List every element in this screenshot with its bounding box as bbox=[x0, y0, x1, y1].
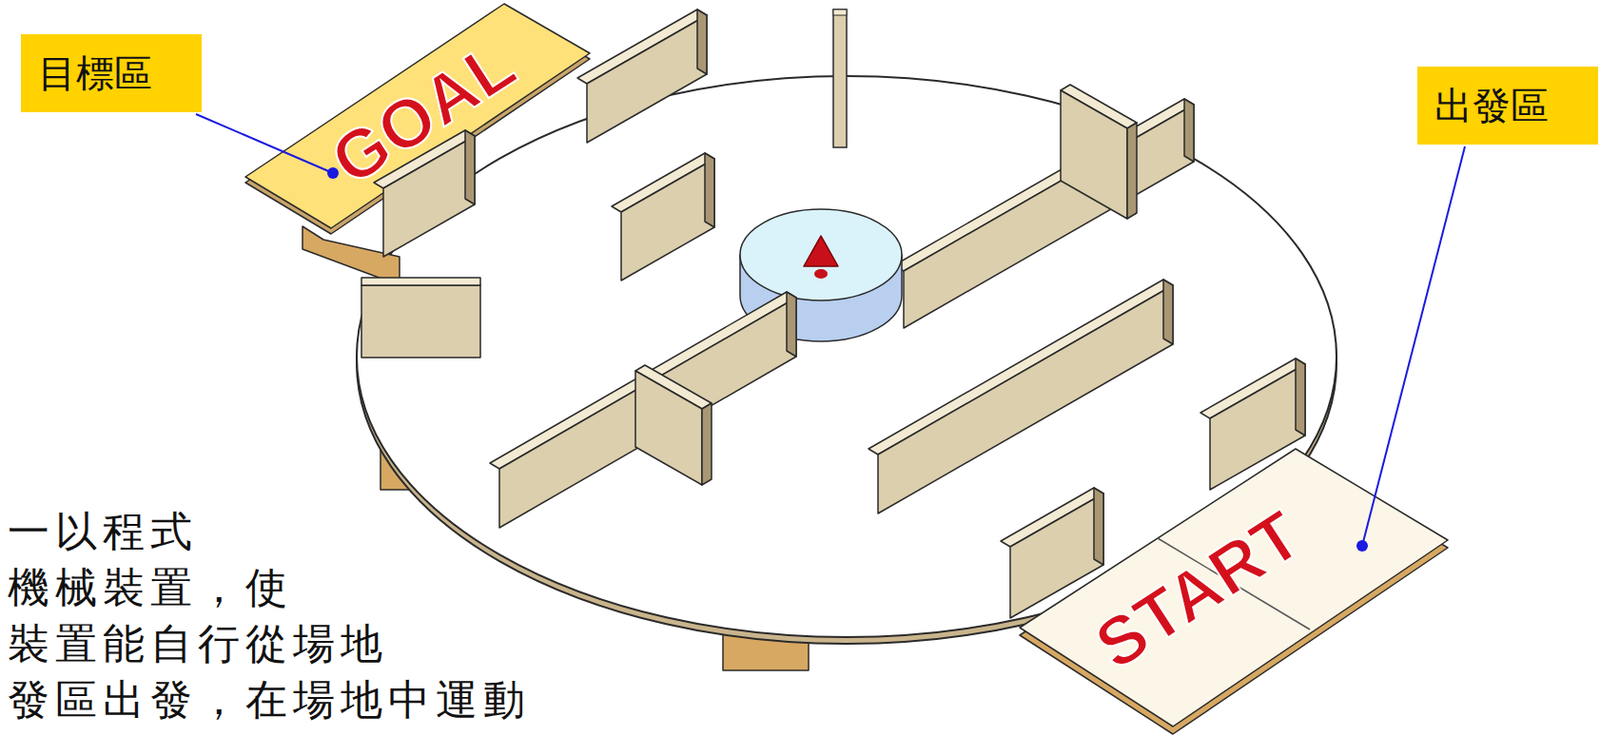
callout-box: 目標區 bbox=[20, 34, 202, 113]
leader-dot bbox=[1356, 540, 1368, 552]
center-cylinder-top bbox=[740, 209, 902, 301]
wall-face bbox=[635, 370, 703, 486]
wall-end bbox=[1295, 358, 1306, 436]
thin-wall bbox=[833, 9, 847, 148]
wall-face bbox=[1010, 493, 1104, 619]
leader-dot bbox=[327, 167, 339, 179]
thin-wall-top bbox=[833, 9, 847, 16]
wall-end bbox=[697, 9, 707, 75]
wall-face bbox=[1060, 90, 1128, 219]
start-plate bbox=[1019, 448, 1448, 727]
wall-end bbox=[704, 153, 715, 228]
wall-face bbox=[586, 15, 707, 143]
wall-face bbox=[878, 285, 1173, 514]
wall-face bbox=[361, 285, 481, 358]
wall-end bbox=[1163, 279, 1173, 345]
wall-end bbox=[786, 292, 797, 357]
wall-face bbox=[1209, 364, 1306, 490]
wall-end bbox=[1093, 487, 1104, 566]
center-arrow bbox=[803, 235, 839, 267]
body-text: 一以程式 bbox=[7, 504, 198, 561]
center-dot bbox=[814, 269, 828, 279]
leader-line bbox=[1362, 146, 1465, 547]
body-text: 機械裝置，使 bbox=[7, 560, 293, 617]
callout-text: 目標區 bbox=[38, 54, 185, 93]
wall-end bbox=[1127, 122, 1137, 219]
wall-end bbox=[465, 130, 475, 205]
callout-box: 出發區 bbox=[1417, 66, 1599, 145]
wall-face bbox=[499, 297, 797, 528]
wall-end bbox=[702, 403, 712, 486]
callout-text: 出發區 bbox=[1434, 86, 1581, 125]
body-text: 裝置能自行從場地 bbox=[7, 616, 389, 673]
leader-line bbox=[195, 114, 333, 174]
body-text: 發區出發，在場地中運動 bbox=[7, 672, 531, 729]
wall-end bbox=[1184, 98, 1194, 162]
wall-top bbox=[361, 277, 481, 286]
wall-face bbox=[621, 158, 715, 281]
